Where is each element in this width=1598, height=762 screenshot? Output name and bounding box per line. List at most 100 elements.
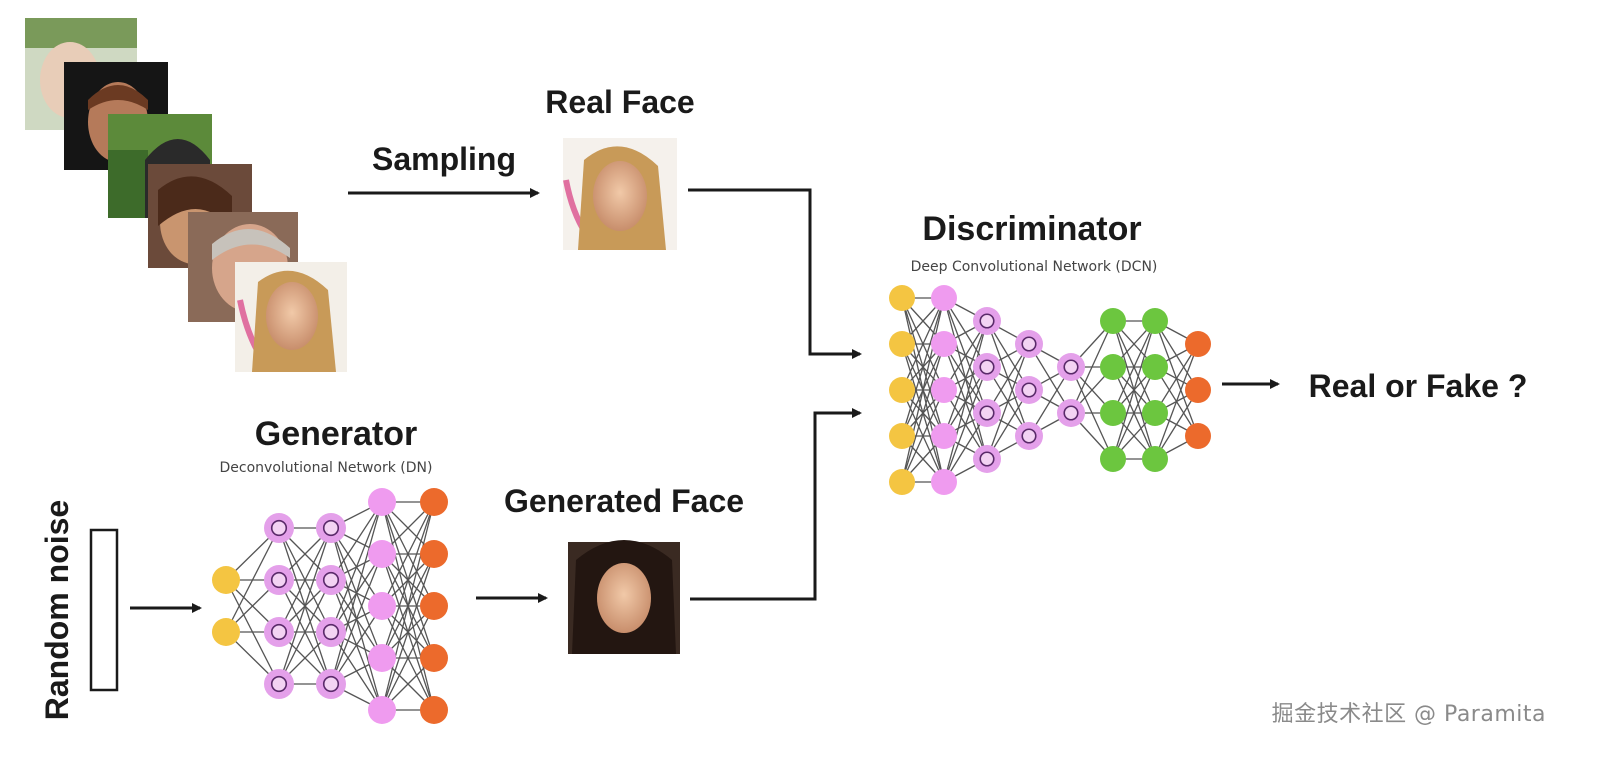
real-face-label: Real Face — [545, 84, 694, 120]
discriminator-node-green — [1100, 354, 1126, 380]
generator-node-orange — [420, 696, 448, 724]
discriminator-edge — [1154, 343, 1199, 460]
discriminator-node-green — [1142, 354, 1168, 380]
discriminator-edge — [1112, 320, 1156, 414]
discriminator-node-ring-core — [979, 313, 995, 329]
discriminator-node-orange — [1185, 331, 1211, 357]
discriminator-node-yellow — [889, 285, 915, 311]
generator-node-pink — [368, 696, 396, 724]
discriminator-edge — [901, 389, 945, 483]
discriminator-node-yellow — [889, 469, 915, 495]
generator-subtitle: Deconvolutional Network (DN) — [220, 460, 433, 476]
generator-edge — [381, 501, 435, 711]
generated-face-label: Generated Face — [504, 483, 744, 519]
discriminator-node-pink — [931, 331, 957, 357]
discriminator-edge — [901, 297, 945, 437]
generator-node-ring-core — [322, 675, 340, 693]
discriminator-title: Discriminator — [922, 210, 1141, 248]
discriminator-node-ring-core — [1063, 405, 1079, 421]
discriminator-node-green — [1142, 446, 1168, 472]
generator-edge — [330, 605, 383, 685]
generator-edge — [330, 501, 383, 581]
discriminator-node-orange — [1185, 377, 1211, 403]
generator-node-pink — [368, 488, 396, 516]
generator-network — [212, 488, 448, 724]
dataset-photo-6 — [235, 262, 347, 372]
generator-edge — [330, 501, 383, 685]
discriminator-node-green — [1142, 400, 1168, 426]
generator-edge — [381, 501, 435, 607]
discriminator-node-yellow — [889, 331, 915, 357]
discriminator-edge — [943, 320, 988, 437]
discriminator-node-pink — [931, 423, 957, 449]
generator-edge — [381, 501, 435, 659]
discriminator-node-pink — [931, 285, 957, 311]
flow-arrows — [130, 188, 1280, 613]
discriminator-node-pink — [931, 377, 957, 403]
generator-node-yellow — [212, 618, 240, 646]
discriminator-edge — [1154, 343, 1199, 414]
discriminator-node-green — [1100, 308, 1126, 334]
generator-node-orange — [420, 592, 448, 620]
generator-edge — [381, 553, 435, 711]
generator-edge — [330, 501, 383, 633]
discriminator-node-pink — [931, 469, 957, 495]
generator-node-pink — [368, 644, 396, 672]
generator-node-yellow — [212, 566, 240, 594]
discriminator-edge — [943, 366, 988, 483]
sampling-label: Sampling — [372, 141, 516, 177]
discriminator-node-ring-core — [1021, 428, 1037, 444]
real-face-photo-icon — [563, 138, 677, 250]
generator-node-ring-core — [322, 519, 340, 537]
real-to-discriminator-arrow — [688, 188, 862, 359]
generator-edge — [278, 527, 332, 685]
generator-edge — [278, 579, 332, 685]
discriminator-node-green — [1100, 400, 1126, 426]
watermark-text: 掘金技术社区 @ Paramita — [1271, 702, 1546, 727]
discriminator-node-ring-core — [979, 451, 995, 467]
random-noise-vector — [89, 528, 119, 692]
discriminator-node-ring-core — [1021, 336, 1037, 352]
generator-edge — [381, 605, 435, 711]
discriminator-edge — [943, 320, 988, 483]
random-noise-label: Random noise — [39, 500, 75, 720]
generator-node-ring-core — [322, 623, 340, 641]
face-photo-stack-icon — [25, 18, 347, 372]
discriminator-node-yellow — [889, 377, 915, 403]
discriminator-edge — [901, 297, 945, 391]
discriminator-edge — [1112, 366, 1156, 460]
discriminator-node-yellow — [889, 423, 915, 449]
discriminator-edge — [1112, 320, 1156, 460]
generator-edge — [278, 527, 332, 633]
generator-node-orange — [420, 540, 448, 568]
generated-face-photo-icon — [568, 540, 680, 654]
generator-title: Generator — [255, 415, 418, 453]
discriminator-subtitle: Deep Convolutional Network (DCN) — [911, 259, 1158, 275]
discriminator-node-green — [1100, 446, 1126, 472]
output-label: Real or Fake ? — [1309, 368, 1528, 404]
generator-node-pink — [368, 592, 396, 620]
discriminator-node-green — [1142, 308, 1168, 334]
generator-node-ring-core — [322, 571, 340, 589]
discriminator-network — [889, 285, 1211, 495]
generator-node-orange — [420, 644, 448, 672]
generator-node-orange — [420, 488, 448, 516]
discriminator-node-orange — [1185, 423, 1211, 449]
discriminator-node-ring-core — [979, 405, 995, 421]
generator-node-ring-core — [270, 623, 288, 641]
generator-node-pink — [368, 540, 396, 568]
generated-to-discriminator-arrow — [690, 408, 862, 601]
generator-node-ring-core — [270, 675, 288, 693]
discriminator-node-ring-core — [979, 359, 995, 375]
generator-edge — [330, 553, 383, 685]
discriminator-node-ring-core — [1063, 359, 1079, 375]
discriminator-edge — [1070, 320, 1114, 414]
generator-node-ring-core — [270, 519, 288, 537]
generator-edge — [225, 527, 280, 633]
discriminator-edge — [986, 343, 1030, 460]
discriminator-edge — [901, 297, 945, 483]
generator-node-ring-core — [270, 571, 288, 589]
discriminator-edge — [901, 343, 945, 483]
discriminator-node-ring-core — [1021, 382, 1037, 398]
